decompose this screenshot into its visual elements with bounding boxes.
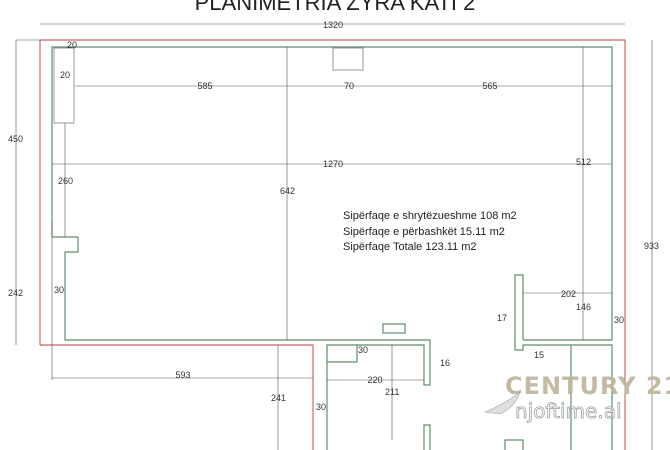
dim-17: 17 [497, 313, 507, 323]
dim-585: 585 [197, 81, 212, 91]
dim-642: 642 [280, 186, 295, 196]
column [53, 47, 75, 124]
dim-512: 512 [576, 157, 591, 167]
total-area: Sipërfaqe Totale 123.11 m2 [343, 241, 477, 253]
bird-logo-icon [483, 391, 521, 415]
dim-30-mid: 30 [358, 345, 368, 355]
dim-260: 260 [58, 176, 73, 186]
dimension-labels: 1320 20 20 585 70 565 450 1270 512 260 6… [8, 20, 659, 412]
njoftime-logo: njoftime.al [515, 399, 622, 423]
dim-70: 70 [344, 81, 354, 91]
dim-933: 933 [644, 241, 659, 251]
dim-211: 211 [385, 387, 399, 397]
dim-220: 220 [367, 375, 382, 385]
area-summary: Sipërfaqe e shrytëzueshme 108 m2 Sipërfa… [343, 210, 517, 253]
dim-146: 146 [576, 302, 591, 312]
dim-241: 241 [271, 393, 286, 403]
dim-30-left: 30 [54, 285, 64, 295]
dim-30-right: 30 [614, 315, 624, 325]
dim-450: 450 [8, 134, 23, 144]
outer-outline [39, 39, 626, 450]
dim-1320: 1320 [323, 20, 343, 30]
dim-20-left: 20 [60, 70, 70, 80]
dim-15: 15 [534, 350, 544, 360]
dim-593: 593 [175, 370, 190, 380]
walls [51, 46, 613, 450]
watermark: CENTURY 21 njoftime.al [483, 372, 670, 423]
usable-area: Sipërfaqe e shrytëzueshme 108 m2 [343, 210, 517, 222]
shared-area: Sipërfaqe e përbashkët 15.11 m2 [343, 226, 505, 238]
dim-565: 565 [482, 81, 497, 91]
dim-20-top: 20 [67, 40, 77, 50]
dimension-lines [15, 23, 653, 450]
shaft [382, 323, 406, 334]
dim-1270: 1270 [323, 159, 343, 169]
dim-30-bottom: 30 [316, 402, 326, 412]
dim-202: 202 [561, 289, 576, 299]
dim-242: 242 [8, 288, 23, 298]
century21-logo: CENTURY 21 [505, 372, 670, 400]
plan-title: PLANIMETRIA ZYRA KATI 2 [195, 0, 476, 15]
dim-16: 16 [440, 358, 450, 368]
window-box [332, 47, 364, 71]
